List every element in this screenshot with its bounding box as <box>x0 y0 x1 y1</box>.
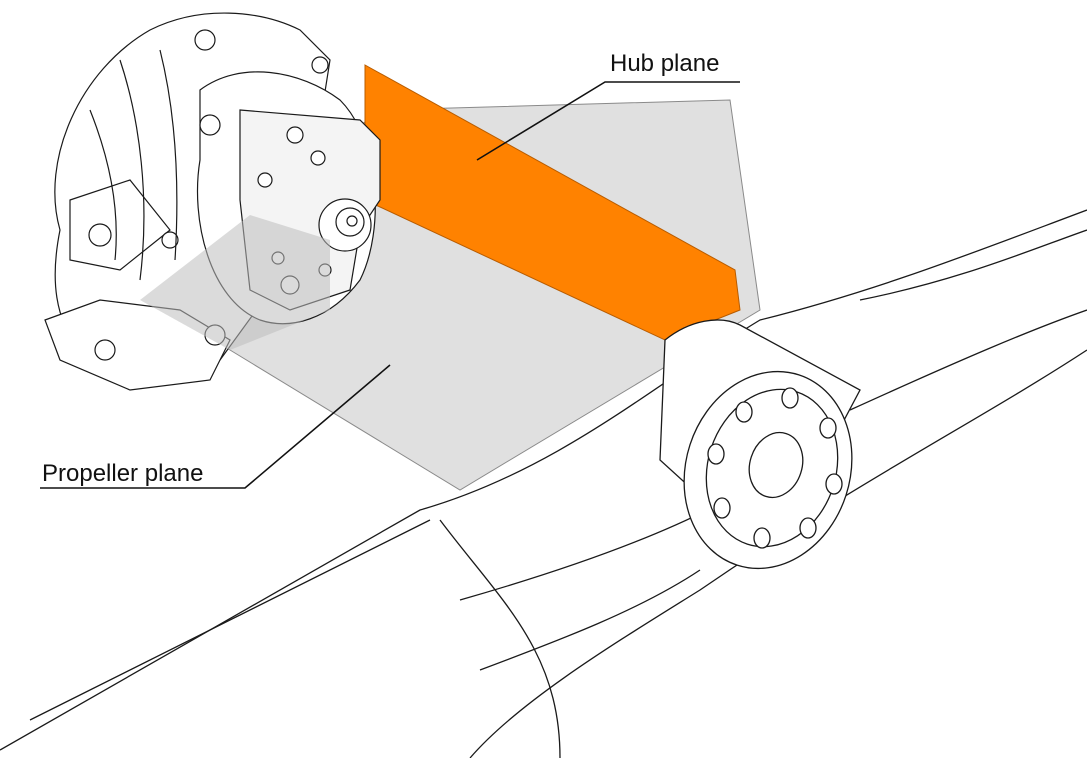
fastener <box>310 150 326 166</box>
motor-shaft-bore <box>346 215 358 227</box>
blade-inner-line-5 <box>849 309 1087 411</box>
bolt-hole <box>781 387 799 409</box>
propeller-plane-label: Propeller plane <box>42 460 204 487</box>
hub-bolt-holes <box>707 387 843 549</box>
hub-plane-label: Hub plane <box>610 50 720 77</box>
motor-rib-lines <box>89 49 178 281</box>
fastener <box>194 29 216 51</box>
bolt-hole <box>819 417 837 439</box>
blade-lower-edge <box>469 349 1087 758</box>
propeller-plane-overlay <box>140 215 330 350</box>
propeller-hub <box>659 319 861 570</box>
fastener <box>199 114 221 136</box>
fastener <box>161 231 179 249</box>
bolt-hole <box>753 527 771 549</box>
hub-plane-leader <box>476 81 740 161</box>
hub-center-bore <box>748 431 804 499</box>
bolt-hole <box>707 443 725 465</box>
blade-inner-line-2 <box>29 519 431 721</box>
fastener <box>286 126 304 144</box>
bolt-hole <box>825 473 843 495</box>
propeller-plane-leader <box>40 364 391 489</box>
blade-inner-line-4 <box>859 229 1087 301</box>
bolt-hole <box>735 401 753 423</box>
blade-inner-line-1 <box>439 519 561 758</box>
fastener <box>257 172 273 188</box>
motor-mount-arm <box>69 179 171 271</box>
blade-inner-line-6 <box>479 569 701 671</box>
fastener <box>94 339 116 361</box>
fastener <box>311 56 329 74</box>
leader-lines <box>40 81 740 489</box>
bolt-hole <box>713 497 731 519</box>
blade-upper-edge <box>0 209 1087 751</box>
propeller-blade <box>0 209 1087 758</box>
bolt-hole <box>799 517 817 539</box>
fastener <box>88 223 112 247</box>
